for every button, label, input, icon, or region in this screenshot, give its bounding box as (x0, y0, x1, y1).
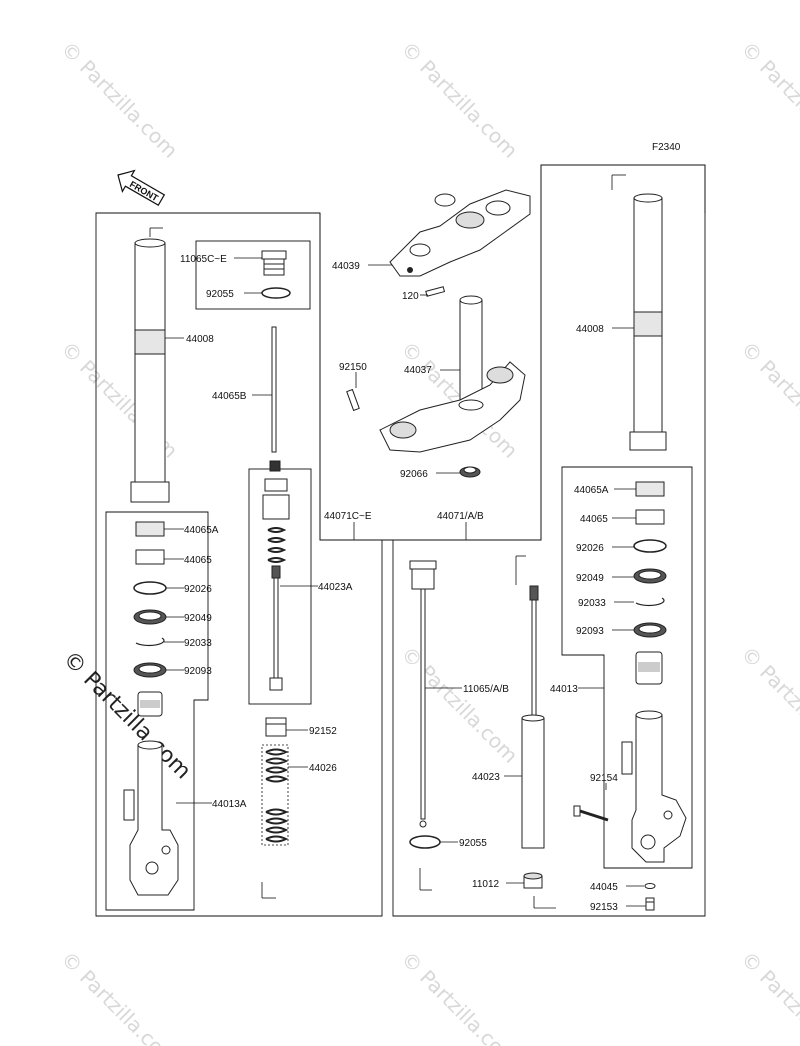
circlip-92033-right (635, 597, 665, 607)
cap-box (195, 240, 311, 310)
damper-assembly-left (262, 460, 290, 691)
label-44045: 44045 (590, 882, 618, 893)
label-44023A: 44023A (318, 582, 353, 593)
bushing-44065-left (135, 549, 165, 565)
nut-92152 (265, 717, 287, 737)
label-44023: 44023 (472, 772, 500, 783)
watermark: © Partzilla.com (396, 37, 522, 163)
label-44013: 44013 (550, 684, 578, 695)
label-92026-right: 92026 (576, 543, 604, 554)
inner-tube-left (130, 227, 170, 503)
watermark: © Partzilla.com (396, 642, 522, 768)
label-11012: 11012 (472, 879, 500, 890)
label-44008-left: 44008 (186, 334, 214, 345)
oil-seal-92049-left (133, 609, 167, 625)
right-assembly-box (392, 164, 706, 917)
bushing-44065a-left (135, 521, 165, 537)
label-44065A-right: 44065A (574, 485, 609, 496)
front-arrow: FRONT (117, 169, 166, 207)
nut-92066 (459, 466, 481, 478)
label-92066: 92066 (400, 469, 428, 480)
watermark: © Partzilla.com (736, 642, 800, 768)
dust-seal-92093-left (133, 662, 167, 678)
collar-11012 (523, 872, 543, 889)
bolt-92153 (645, 897, 655, 911)
label-44065-right: 44065 (580, 514, 608, 525)
bolt-92154 (573, 805, 609, 822)
label-92154: 92154 (590, 773, 618, 784)
label-92153: 92153 (590, 902, 618, 913)
bolt-92150 (346, 388, 360, 412)
label-44071CE: 44071C~E (324, 511, 372, 522)
spring-box (261, 744, 289, 846)
outer-tube-right (621, 651, 687, 863)
dust-seal-92093-right (633, 622, 667, 638)
watermark: © Partzilla.com (56, 37, 182, 163)
label-44071AB: 44071/A/B (437, 511, 484, 522)
cartridge-44023 (515, 555, 545, 849)
watermark: © Partzilla.com (396, 947, 522, 1046)
watermark: © Partzilla.com (736, 947, 800, 1046)
label-92152: 92152 (309, 726, 337, 737)
circlip-92033-left (135, 637, 165, 647)
label-92049-right: 92049 (576, 573, 604, 584)
label-92093-right: 92093 (576, 626, 604, 637)
upper-clamp-44039 (389, 189, 531, 277)
bolt-120 (425, 286, 446, 297)
washer-92026-right (633, 539, 667, 553)
steering-stem-44037 (379, 295, 526, 453)
watermark: © Partzilla.com (736, 37, 800, 163)
spring-44026 (265, 748, 289, 843)
label-11065CE: 11065C~E (180, 254, 227, 265)
label-92055-right: 92055 (459, 838, 487, 849)
label-92150: 92150 (339, 362, 367, 373)
inner-tube-right (611, 174, 667, 451)
oil-seal-92049-right (633, 568, 667, 584)
watermark-main: © Partzilla.com (58, 647, 196, 785)
label-92026-left: 92026 (184, 584, 212, 595)
right-outer-tube-box (561, 466, 693, 869)
o-ring-92055-left (261, 287, 291, 299)
washer-44045 (644, 883, 656, 889)
outer-tube-left (123, 691, 179, 896)
figure-id: F2340 (652, 142, 681, 153)
label-92055-left: 92055 (206, 289, 234, 300)
label-44065-left: 44065 (184, 555, 212, 566)
label-92033-left: 92033 (184, 638, 212, 649)
label-120: 120 (402, 291, 419, 302)
fork-cap-right (409, 560, 437, 828)
watermark: © Partzilla.com (56, 947, 182, 1046)
fork-cap-left (261, 250, 287, 276)
washer-92026-left (133, 581, 167, 595)
label-44065B: 44065B (212, 391, 247, 402)
bushing-44065-right (635, 509, 665, 525)
label-44026: 44026 (309, 763, 337, 774)
label-44013A: 44013A (212, 799, 247, 810)
label-92033-right: 92033 (578, 598, 606, 609)
watermark: © Partzilla.com (736, 337, 800, 463)
label-44065A-left: 44065A (184, 525, 219, 536)
o-ring-92055-right (409, 835, 441, 849)
label-44008-right: 44008 (576, 324, 604, 335)
label-11065AB: 11065/A/B (463, 684, 509, 695)
label-44037: 44037 (404, 365, 432, 376)
left-outer-tube-box (105, 511, 209, 911)
label-92093-left: 92093 (184, 666, 212, 677)
label-92049-left: 92049 (184, 613, 212, 624)
label-44039: 44039 (332, 261, 360, 272)
bushing-44065a-right (635, 481, 665, 497)
push-rod (271, 326, 277, 453)
